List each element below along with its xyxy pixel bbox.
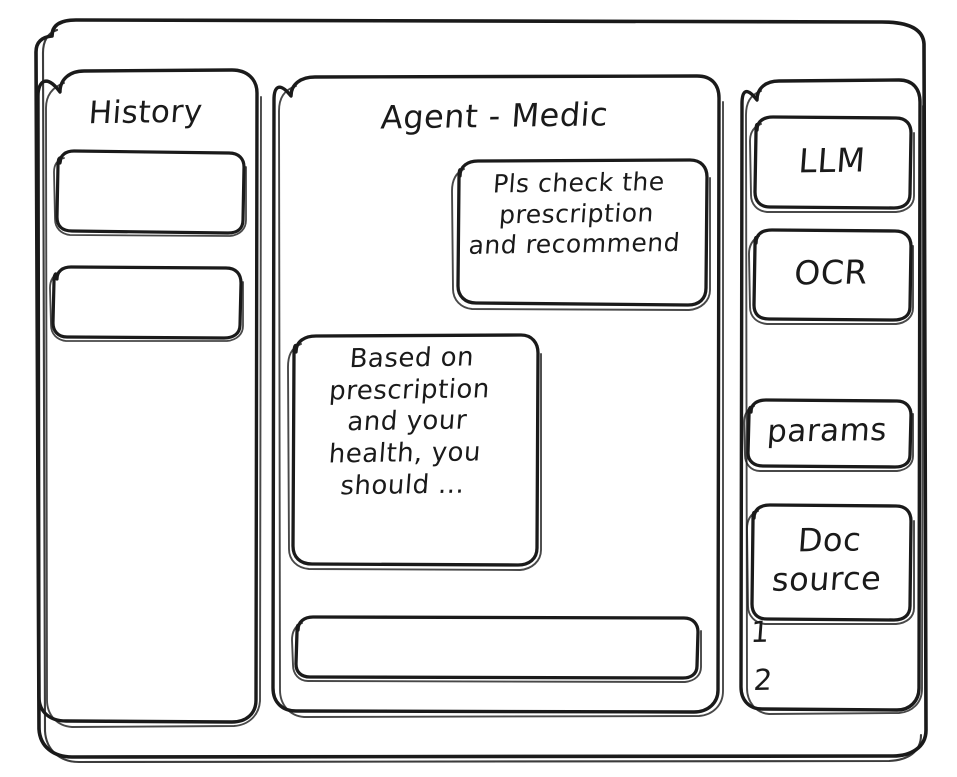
tool-button-ocr-label: OCR — [792, 252, 870, 293]
doc-source-list-item[interactable]: 2 — [752, 662, 774, 698]
agent-title: Agent - Medic — [379, 95, 610, 137]
user-message-text: Pls check the prescription and recommend — [467, 167, 682, 260]
doc-source-list-item[interactable]: 1 — [749, 614, 771, 650]
assistant-message-text: Based on prescription and your health, y… — [327, 342, 491, 502]
message-input[interactable] — [293, 617, 697, 677]
history-panel-title: History — [87, 93, 204, 132]
tool-button-params-label: params — [765, 412, 889, 450]
tool-button-llm-label: LLM — [797, 140, 867, 181]
tool-button-doc-source-label: Doc source — [770, 520, 883, 599]
history-list-item[interactable] — [54, 267, 240, 335]
history-list-item[interactable] — [57, 152, 240, 230]
